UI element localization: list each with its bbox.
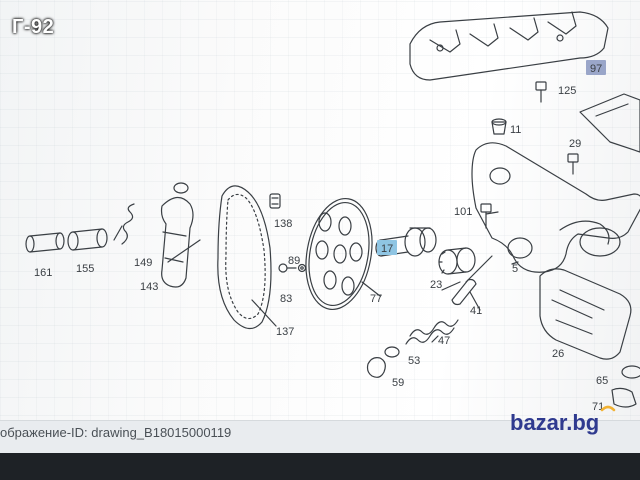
part-155-bushing[interactable] [67, 228, 108, 251]
part-label[interactable]: 26 [552, 348, 564, 360]
part-valve-cover[interactable] [409, 11, 609, 81]
part-83-bolt[interactable] [278, 263, 297, 273]
image-id-text: ображение-ID: drawing_B18015000119 [0, 425, 232, 440]
part-5-pump-housing[interactable] [471, 142, 640, 273]
part-161-pin[interactable] [25, 232, 65, 253]
part-149-spring[interactable] [113, 203, 135, 245]
status-footer [0, 420, 640, 453]
highlight-box-97 [586, 60, 606, 75]
part-label[interactable]: 101 [454, 206, 472, 218]
part-137-timing-chain[interactable] [217, 185, 272, 330]
part-label[interactable]: 11 [510, 124, 521, 136]
part-77-sprocket-wheel[interactable] [298, 193, 380, 314]
bazar-logo: bazar.bg [510, 405, 616, 435]
part-label[interactable]: 161 [34, 267, 52, 279]
part-138-clip[interactable] [269, 193, 281, 209]
part-26-oil-pan[interactable] [539, 268, 632, 360]
part-143-tensioner-arm[interactable] [160, 182, 194, 288]
part-label[interactable]: 29 [569, 138, 581, 150]
part-label[interactable]: 65 [596, 375, 608, 387]
part-label[interactable]: 143 [140, 281, 158, 293]
exploded-parts-drawing: 161 155 149 143 138 137 89 83 77 17 23 4… [25, 11, 640, 413]
part-bracket[interactable] [579, 93, 640, 153]
part-65-bolt[interactable] [621, 365, 640, 379]
part-47-spring[interactable] [405, 319, 459, 345]
part-label[interactable]: 53 [408, 355, 420, 367]
part-label[interactable]: 5 [512, 263, 518, 275]
part-label[interactable]: 89 [288, 255, 300, 267]
bazar-logo-text: bazar.bg [510, 410, 599, 435]
part-71-pickup[interactable] [611, 387, 637, 408]
part-label[interactable]: 23 [430, 279, 442, 291]
part-label[interactable]: 17 [381, 243, 393, 255]
part-label[interactable]: 41 [470, 305, 482, 317]
part-11-cap[interactable] [491, 118, 507, 135]
part-125-bolt[interactable] [535, 81, 547, 103]
part-29-bolt[interactable] [567, 153, 579, 175]
part-label[interactable]: 138 [274, 218, 292, 230]
parts-catalog-viewer: 161 155 149 143 138 137 89 83 77 17 23 4… [0, 0, 640, 452]
part-23-gear[interactable] [438, 247, 476, 275]
part-label[interactable]: 59 [392, 377, 404, 389]
part-label[interactable]: 77 [370, 293, 382, 305]
part-label[interactable]: 83 [280, 293, 292, 305]
part-label[interactable]: 97 [590, 63, 602, 75]
part-53-seal[interactable] [384, 346, 400, 358]
part-label[interactable]: 155 [76, 263, 94, 275]
part-label[interactable]: 125 [558, 85, 576, 97]
highlight-box-17 [377, 240, 397, 255]
part-101-bolt[interactable] [480, 203, 492, 229]
part-59-plug[interactable] [366, 357, 386, 378]
listing-code-watermark: Г-92 [12, 16, 55, 38]
part-41-piston[interactable] [451, 255, 493, 306]
part-label[interactable]: 47 [438, 335, 450, 347]
bazar-logo-swoosh-icon [600, 405, 616, 412]
part-label[interactable]: 137 [276, 326, 294, 338]
part-label[interactable]: 149 [134, 257, 152, 269]
